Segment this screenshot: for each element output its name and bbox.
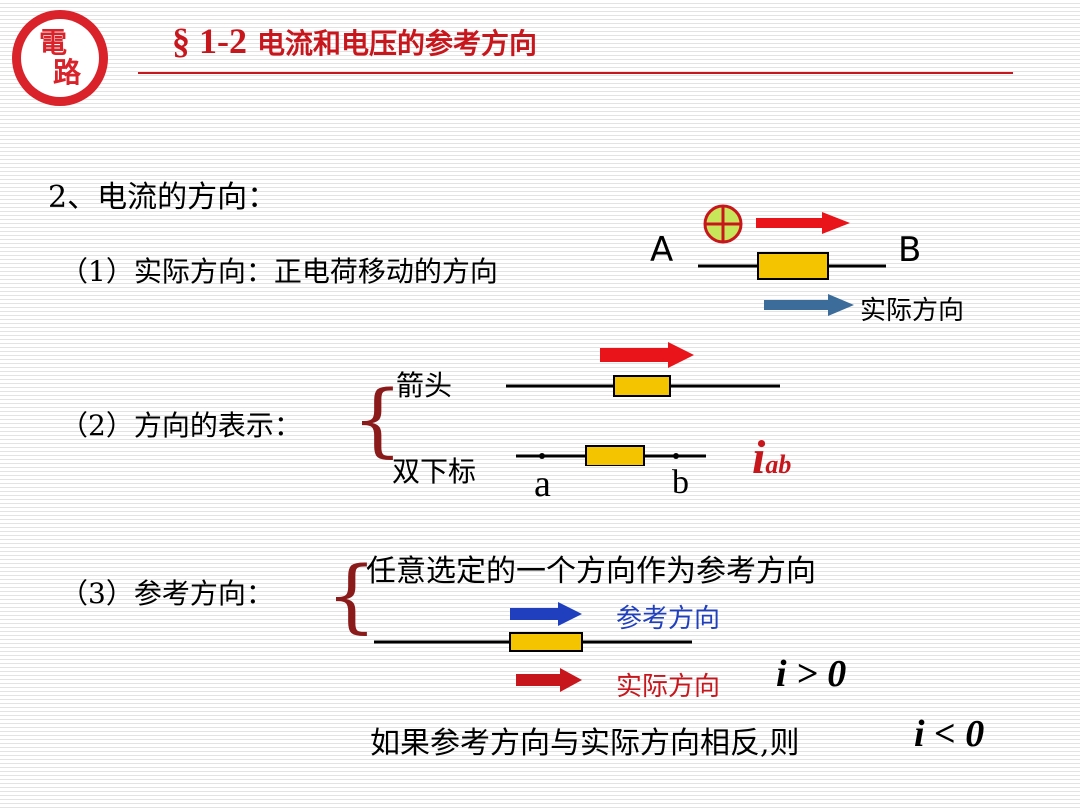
actual-direction-arrow-icon bbox=[764, 294, 854, 316]
reference-direction-arrow-icon bbox=[510, 602, 582, 626]
item3-brace: { bbox=[326, 549, 377, 642]
positive-current-relation: i > 0 bbox=[776, 653, 847, 695]
title-divider bbox=[138, 72, 1013, 74]
opposite-direction-conclusion: 如果参考方向与实际方向相反,则 bbox=[370, 726, 800, 761]
page-title: § 1-2 电流和电压的参考方向 bbox=[172, 20, 537, 62]
item3-label: （3）参考方向： bbox=[60, 577, 274, 610]
item3-resistor bbox=[509, 632, 583, 652]
item1-circuit bbox=[698, 204, 886, 316]
charge-motion-arrow-icon bbox=[756, 212, 850, 234]
reference-direction-caption: 参考方向 bbox=[616, 604, 721, 634]
item1-resistor bbox=[757, 252, 829, 280]
item2-brace: { bbox=[352, 373, 403, 466]
current-symbol: iab bbox=[752, 430, 791, 485]
node-b-label: B bbox=[898, 230, 922, 270]
logo-seal: 電 路 bbox=[12, 10, 108, 106]
section-heading: 2、电流的方向： bbox=[48, 180, 278, 215]
subscript-node-a: a bbox=[534, 463, 551, 505]
node-a-label: A bbox=[650, 230, 674, 270]
logo-char-1: 電 bbox=[38, 26, 67, 59]
item2-resistor-top bbox=[613, 375, 671, 397]
node-a-dot bbox=[539, 453, 545, 459]
node-b-dot bbox=[673, 453, 679, 459]
item2-label: （2）方向的表示： bbox=[60, 409, 302, 442]
logo-char-2: 路 bbox=[52, 56, 81, 89]
item2-resistor-bottom bbox=[585, 445, 645, 466]
item1-arrow-caption: 实际方向 bbox=[860, 296, 965, 326]
item3-actual-direction-arrow-icon bbox=[516, 668, 582, 692]
option-subscript-label: 双下标 bbox=[392, 455, 477, 488]
section-number: § 1-2 bbox=[172, 21, 247, 61]
item1-label: （1）实际方向：正电荷移动的方向 bbox=[60, 255, 498, 288]
item2-direction-arrow-icon bbox=[600, 342, 694, 368]
current-symbol-subscript: ab bbox=[765, 450, 792, 479]
item2-circuits bbox=[506, 342, 780, 466]
actual-direction-caption: 实际方向 bbox=[616, 672, 721, 702]
option-arrow-label: 箭头 bbox=[396, 369, 453, 402]
negative-current-relation: i < 0 bbox=[914, 713, 985, 755]
section-title: 电流和电压的参考方向 bbox=[257, 27, 538, 60]
logo-inner: 電 路 bbox=[21, 19, 99, 97]
item3-circuit bbox=[374, 602, 692, 692]
subscript-node-b: b bbox=[672, 464, 689, 501]
positive-charge-icon bbox=[703, 204, 743, 244]
current-symbol-main: i bbox=[752, 431, 766, 484]
reference-definition: 任意选定的一个方向作为参考方向 bbox=[366, 554, 816, 589]
